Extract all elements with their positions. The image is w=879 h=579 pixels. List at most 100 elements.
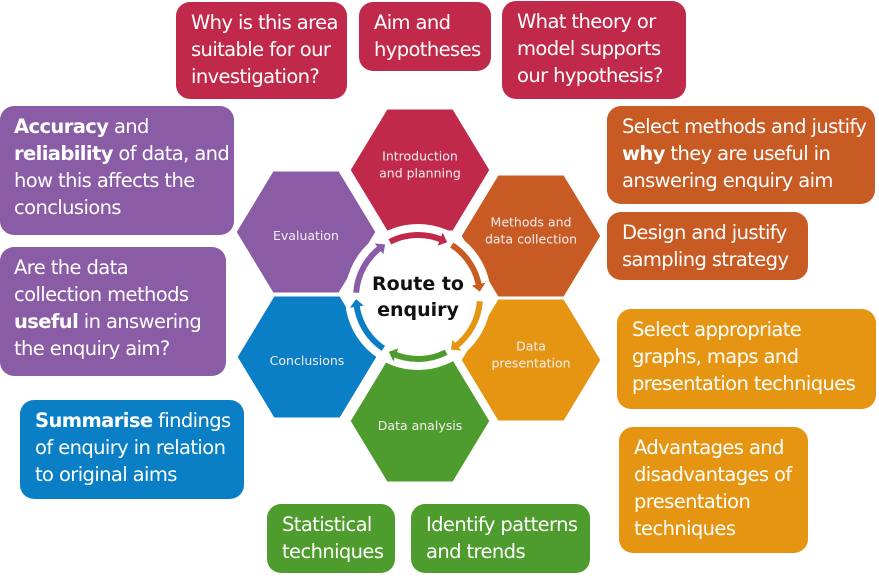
note-line: Advantages and xyxy=(634,434,794,461)
note-line: to original aims xyxy=(35,461,230,488)
note-line: disadvantages of xyxy=(634,461,794,488)
note-text: of data, and xyxy=(112,142,230,165)
arrowhead-icon xyxy=(388,348,399,362)
note-text: Aim and xyxy=(374,11,451,34)
note-presentation-select: Select appropriate graphs, maps and presen… xyxy=(617,309,876,409)
note-line: useful in answering xyxy=(14,308,212,335)
note-text: how this affects the xyxy=(14,169,195,192)
note-line: reliability of data, and xyxy=(14,140,230,167)
note-line: sampling strategy xyxy=(622,246,794,273)
note-text: to original aims xyxy=(35,463,177,486)
note-line: model supports xyxy=(517,35,672,62)
note-line: and trends xyxy=(426,538,576,565)
note-line: Aim and xyxy=(374,9,477,36)
note-line: techniques xyxy=(282,538,384,565)
note-line: Statistical xyxy=(282,511,381,538)
note-line: Identify patterns xyxy=(426,511,578,538)
note-line: Select appropriate xyxy=(632,316,862,343)
arrowhead-icon xyxy=(450,339,462,351)
note-line: conclusions xyxy=(14,194,220,221)
note-text: Design and justify xyxy=(622,221,787,244)
note-text: suitable for our xyxy=(191,38,331,61)
note-text: Select methods and justify xyxy=(622,115,867,138)
note-text: What theory or xyxy=(517,10,656,33)
note-text: Advantages and xyxy=(634,436,784,459)
note-line: Are the data xyxy=(14,254,212,281)
note-line: hypotheses xyxy=(374,36,481,63)
stage-label-methods: data collection xyxy=(485,232,577,247)
note-text: and trends xyxy=(426,540,526,563)
cycle-arrow-presentation xyxy=(452,301,483,350)
note-text: graphs, maps and xyxy=(632,345,799,368)
note-line: investigation? xyxy=(191,63,333,90)
note-line: answering enquiry aim xyxy=(622,167,861,194)
stage-label-introduction: and planning xyxy=(379,166,461,181)
note-line: our hypothesis? xyxy=(517,62,672,89)
note-text: answering enquiry aim xyxy=(622,169,833,192)
stage-label-analysis: Data analysis xyxy=(378,418,462,433)
note-line: collection methods xyxy=(14,281,212,308)
note-methods-sampling: Design and justify sampling strategy xyxy=(607,212,808,280)
note-line: Summarise findings xyxy=(35,407,231,434)
center-title-line-2: enquiry xyxy=(377,299,459,321)
note-text: in answering xyxy=(78,310,202,333)
stage-label-presentation: Data xyxy=(516,339,546,354)
note-emphasis: why xyxy=(622,142,665,165)
note-line: Select methods and justify xyxy=(622,113,867,140)
stage-label-evaluation: Evaluation xyxy=(273,228,339,243)
note-line: Accuracy and xyxy=(14,113,220,140)
note-text: the enquiry aim? xyxy=(14,337,170,360)
note-line: What theory or xyxy=(517,8,672,35)
note-text: of enquiry in relation xyxy=(35,436,226,459)
hexagon-evaluation xyxy=(233,168,379,296)
cycle-arrow-evaluation xyxy=(353,244,384,293)
note-emphasis: Summarise xyxy=(35,409,153,432)
note-text: they are useful in xyxy=(664,142,831,165)
note-text: conclusions xyxy=(14,196,122,219)
arrowhead-icon xyxy=(471,282,486,292)
note-line: presentation xyxy=(634,488,794,515)
cycle-arrow-introduction xyxy=(388,232,445,245)
note-text: findings xyxy=(152,409,231,432)
note-line: Design and justify xyxy=(622,219,794,246)
note-text: presentation techniques xyxy=(632,372,856,395)
note-line: presentation techniques xyxy=(632,370,862,397)
cycle-arrow-conclusions xyxy=(353,303,386,351)
cycle-arrow-methods xyxy=(450,242,483,288)
note-text: collection methods xyxy=(14,283,189,306)
hexagon-presentation xyxy=(458,296,604,424)
note-text: investigation? xyxy=(191,65,320,88)
note-line: the enquiry aim? xyxy=(14,335,212,362)
stage-analysis: Data analysis xyxy=(347,357,493,485)
note-emphasis: Accuracy xyxy=(14,115,109,138)
note-analysis-patterns: Identify patterns and trends xyxy=(411,504,590,573)
note-emphasis: useful xyxy=(14,310,79,333)
note-text: sampling strategy xyxy=(622,248,789,271)
arrowhead-icon xyxy=(374,243,386,255)
cycle-arrow-analysis xyxy=(391,349,448,362)
stage-label-conclusions: Conclusions xyxy=(270,353,345,368)
note-text: our hypothesis? xyxy=(517,64,663,87)
note-line: techniques xyxy=(634,515,794,542)
stage-evaluation: Evaluation xyxy=(233,168,379,296)
note-line: Why is this area xyxy=(191,9,338,36)
note-line: of enquiry in relation xyxy=(35,434,230,461)
note-line: suitable for our xyxy=(191,36,333,63)
center-title-line-1: Route to xyxy=(372,273,464,295)
center-disk xyxy=(345,224,491,370)
note-text: Are the data xyxy=(14,256,129,279)
note-text: and xyxy=(108,115,149,138)
arrowhead-icon xyxy=(437,232,448,246)
note-text: Identify patterns xyxy=(426,513,578,536)
note-line: why they are useful in xyxy=(622,140,861,167)
note-text: Select appropriate xyxy=(632,318,802,341)
